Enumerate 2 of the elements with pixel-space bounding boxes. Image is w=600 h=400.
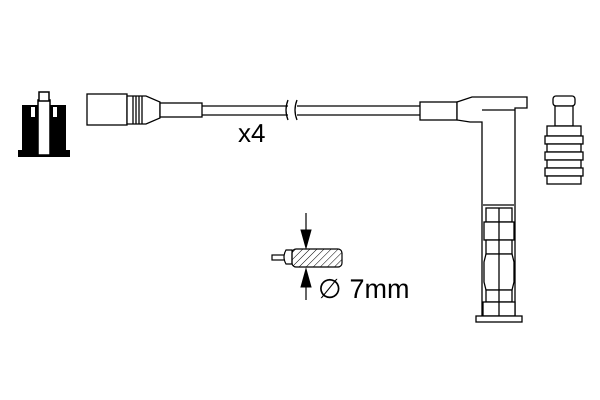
quantity-label: x4 (238, 120, 266, 146)
diameter-dimension: ∅ 7mm (318, 276, 410, 303)
